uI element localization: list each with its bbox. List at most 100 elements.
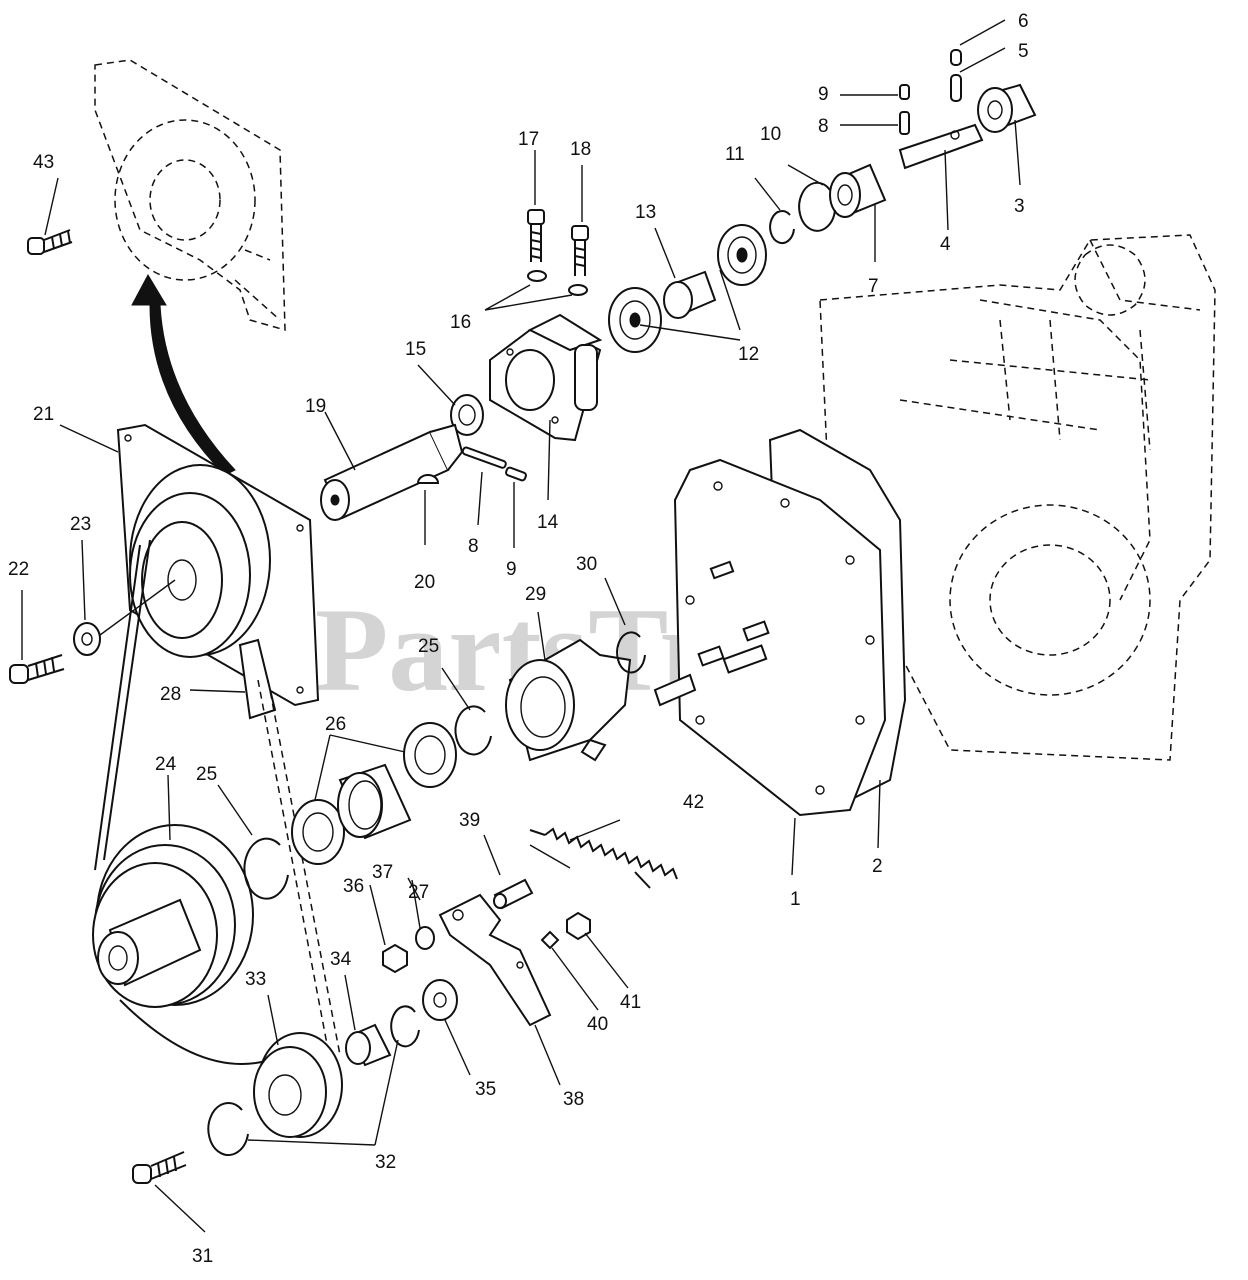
callout-8-lower: 8 bbox=[468, 536, 479, 557]
callout-27: 27 bbox=[408, 882, 429, 903]
part-40-lock-washer bbox=[540, 930, 560, 950]
part-22-bolt bbox=[9, 654, 65, 684]
part-39-stud bbox=[493, 878, 534, 910]
part-16-washer-left bbox=[527, 270, 547, 282]
part-12-bearing-left bbox=[608, 287, 662, 353]
callout-22: 22 bbox=[8, 559, 29, 580]
part-10-snap-ring bbox=[798, 181, 836, 232]
callout-14: 14 bbox=[537, 512, 559, 533]
callout-29: 29 bbox=[525, 584, 546, 605]
part-11-ring bbox=[769, 210, 795, 245]
transmission-housing bbox=[819, 234, 1216, 761]
callout-17: 17 bbox=[518, 129, 539, 150]
callout-9-lower: 9 bbox=[506, 559, 517, 580]
part-38-idler-bracket bbox=[438, 893, 552, 1027]
part-5-pin bbox=[950, 74, 962, 102]
part-26-bearing-right bbox=[403, 722, 457, 788]
part-1-cover-plate bbox=[673, 458, 887, 817]
callout-2: 2 bbox=[872, 856, 883, 877]
leader-lines bbox=[21, 19, 1021, 1233]
callout-15: 15 bbox=[405, 339, 426, 360]
part-8-pin-lower bbox=[461, 446, 507, 469]
part-41-nut bbox=[566, 911, 591, 941]
callout-37: 37 bbox=[372, 862, 393, 883]
part-34-bushing bbox=[345, 1023, 392, 1067]
part-6-pin bbox=[950, 49, 962, 66]
part-3-bushing bbox=[977, 83, 1037, 133]
part-32-snap-ring-upper bbox=[390, 1005, 420, 1048]
part-20-key bbox=[416, 474, 440, 484]
part-4-shaft bbox=[898, 123, 984, 170]
callout-25-right: 25 bbox=[418, 636, 439, 657]
callout-38: 38 bbox=[563, 1089, 584, 1110]
callout-24: 24 bbox=[155, 754, 177, 775]
clutch-pulley bbox=[129, 464, 271, 658]
callout-40: 40 bbox=[587, 1014, 608, 1035]
reassembly-arrow-icon bbox=[131, 273, 236, 476]
part-12-bearing-right bbox=[717, 224, 767, 286]
callout-8-upper: 8 bbox=[818, 116, 829, 137]
part-27-spacer bbox=[337, 763, 412, 840]
callout-42: 42 bbox=[683, 792, 704, 813]
callout-20: 20 bbox=[414, 572, 435, 593]
callout-31: 31 bbox=[192, 1246, 213, 1267]
callout-35: 35 bbox=[475, 1079, 496, 1100]
callout-9-upper: 9 bbox=[818, 84, 829, 105]
part-32-snap-ring-lower bbox=[207, 1102, 249, 1156]
callout-16: 16 bbox=[450, 312, 471, 333]
callout-34: 34 bbox=[330, 949, 352, 970]
part-33-idler-pulley bbox=[253, 1032, 343, 1138]
callout-10: 10 bbox=[760, 124, 781, 145]
part-13-spacer bbox=[663, 270, 717, 319]
part-25-snap-ring-right bbox=[454, 705, 492, 756]
callout-26: 26 bbox=[325, 714, 346, 735]
callout-33: 33 bbox=[245, 969, 266, 990]
part-23-washer bbox=[73, 622, 101, 656]
callout-3: 3 bbox=[1014, 196, 1025, 217]
part-9-pin-lower bbox=[505, 466, 527, 482]
callout-19: 19 bbox=[305, 396, 326, 417]
callout-41: 41 bbox=[620, 992, 641, 1013]
callout-23: 23 bbox=[70, 514, 91, 535]
callout-1: 1 bbox=[790, 889, 801, 910]
part-16-washer-right bbox=[568, 284, 588, 296]
part-36-nut bbox=[382, 943, 408, 974]
part-15-bearing bbox=[450, 394, 484, 436]
part-29-idler-arm-hub bbox=[505, 638, 632, 762]
v-belt bbox=[94, 539, 341, 1061]
part-26-bearing-left bbox=[291, 799, 345, 865]
part-43-bolt bbox=[27, 229, 73, 255]
callout-12: 12 bbox=[738, 344, 759, 365]
callout-39: 39 bbox=[459, 810, 480, 831]
part-24-large-pulley bbox=[92, 824, 254, 1008]
part-25-snap-ring-left bbox=[243, 837, 289, 900]
upper-mounting-plate bbox=[94, 59, 286, 332]
callout-36: 36 bbox=[343, 876, 364, 897]
part-7-coupler bbox=[829, 163, 887, 218]
part-8-pin-upper bbox=[899, 111, 910, 135]
callout-4: 4 bbox=[940, 234, 951, 255]
callout-6: 6 bbox=[1018, 11, 1029, 32]
callout-21: 21 bbox=[33, 404, 54, 425]
part-18-bolt bbox=[571, 225, 589, 276]
callout-13: 13 bbox=[635, 202, 656, 223]
callout-28: 28 bbox=[160, 684, 181, 705]
callout-labels: 1 2 3 4 5 6 7 8 8 9 9 10 11 12 13 14 15 … bbox=[8, 11, 1029, 1267]
part-19-shaft bbox=[320, 423, 464, 521]
callout-5: 5 bbox=[1018, 41, 1029, 62]
callout-30: 30 bbox=[576, 554, 597, 575]
part-9-pin-upper bbox=[899, 84, 910, 100]
part-42-spring bbox=[529, 827, 678, 889]
part-14-bearing-housing bbox=[489, 313, 603, 442]
callout-43: 43 bbox=[33, 152, 54, 173]
callout-32: 32 bbox=[375, 1152, 396, 1173]
callout-11: 11 bbox=[725, 144, 745, 165]
part-28-belt-guide bbox=[238, 638, 277, 720]
callout-7: 7 bbox=[868, 276, 879, 297]
part-37-washer bbox=[415, 926, 435, 950]
callout-25-left: 25 bbox=[196, 764, 217, 785]
callout-18: 18 bbox=[570, 139, 591, 160]
part-35-spacer bbox=[422, 979, 458, 1021]
part-30-snap-ring bbox=[616, 631, 646, 674]
